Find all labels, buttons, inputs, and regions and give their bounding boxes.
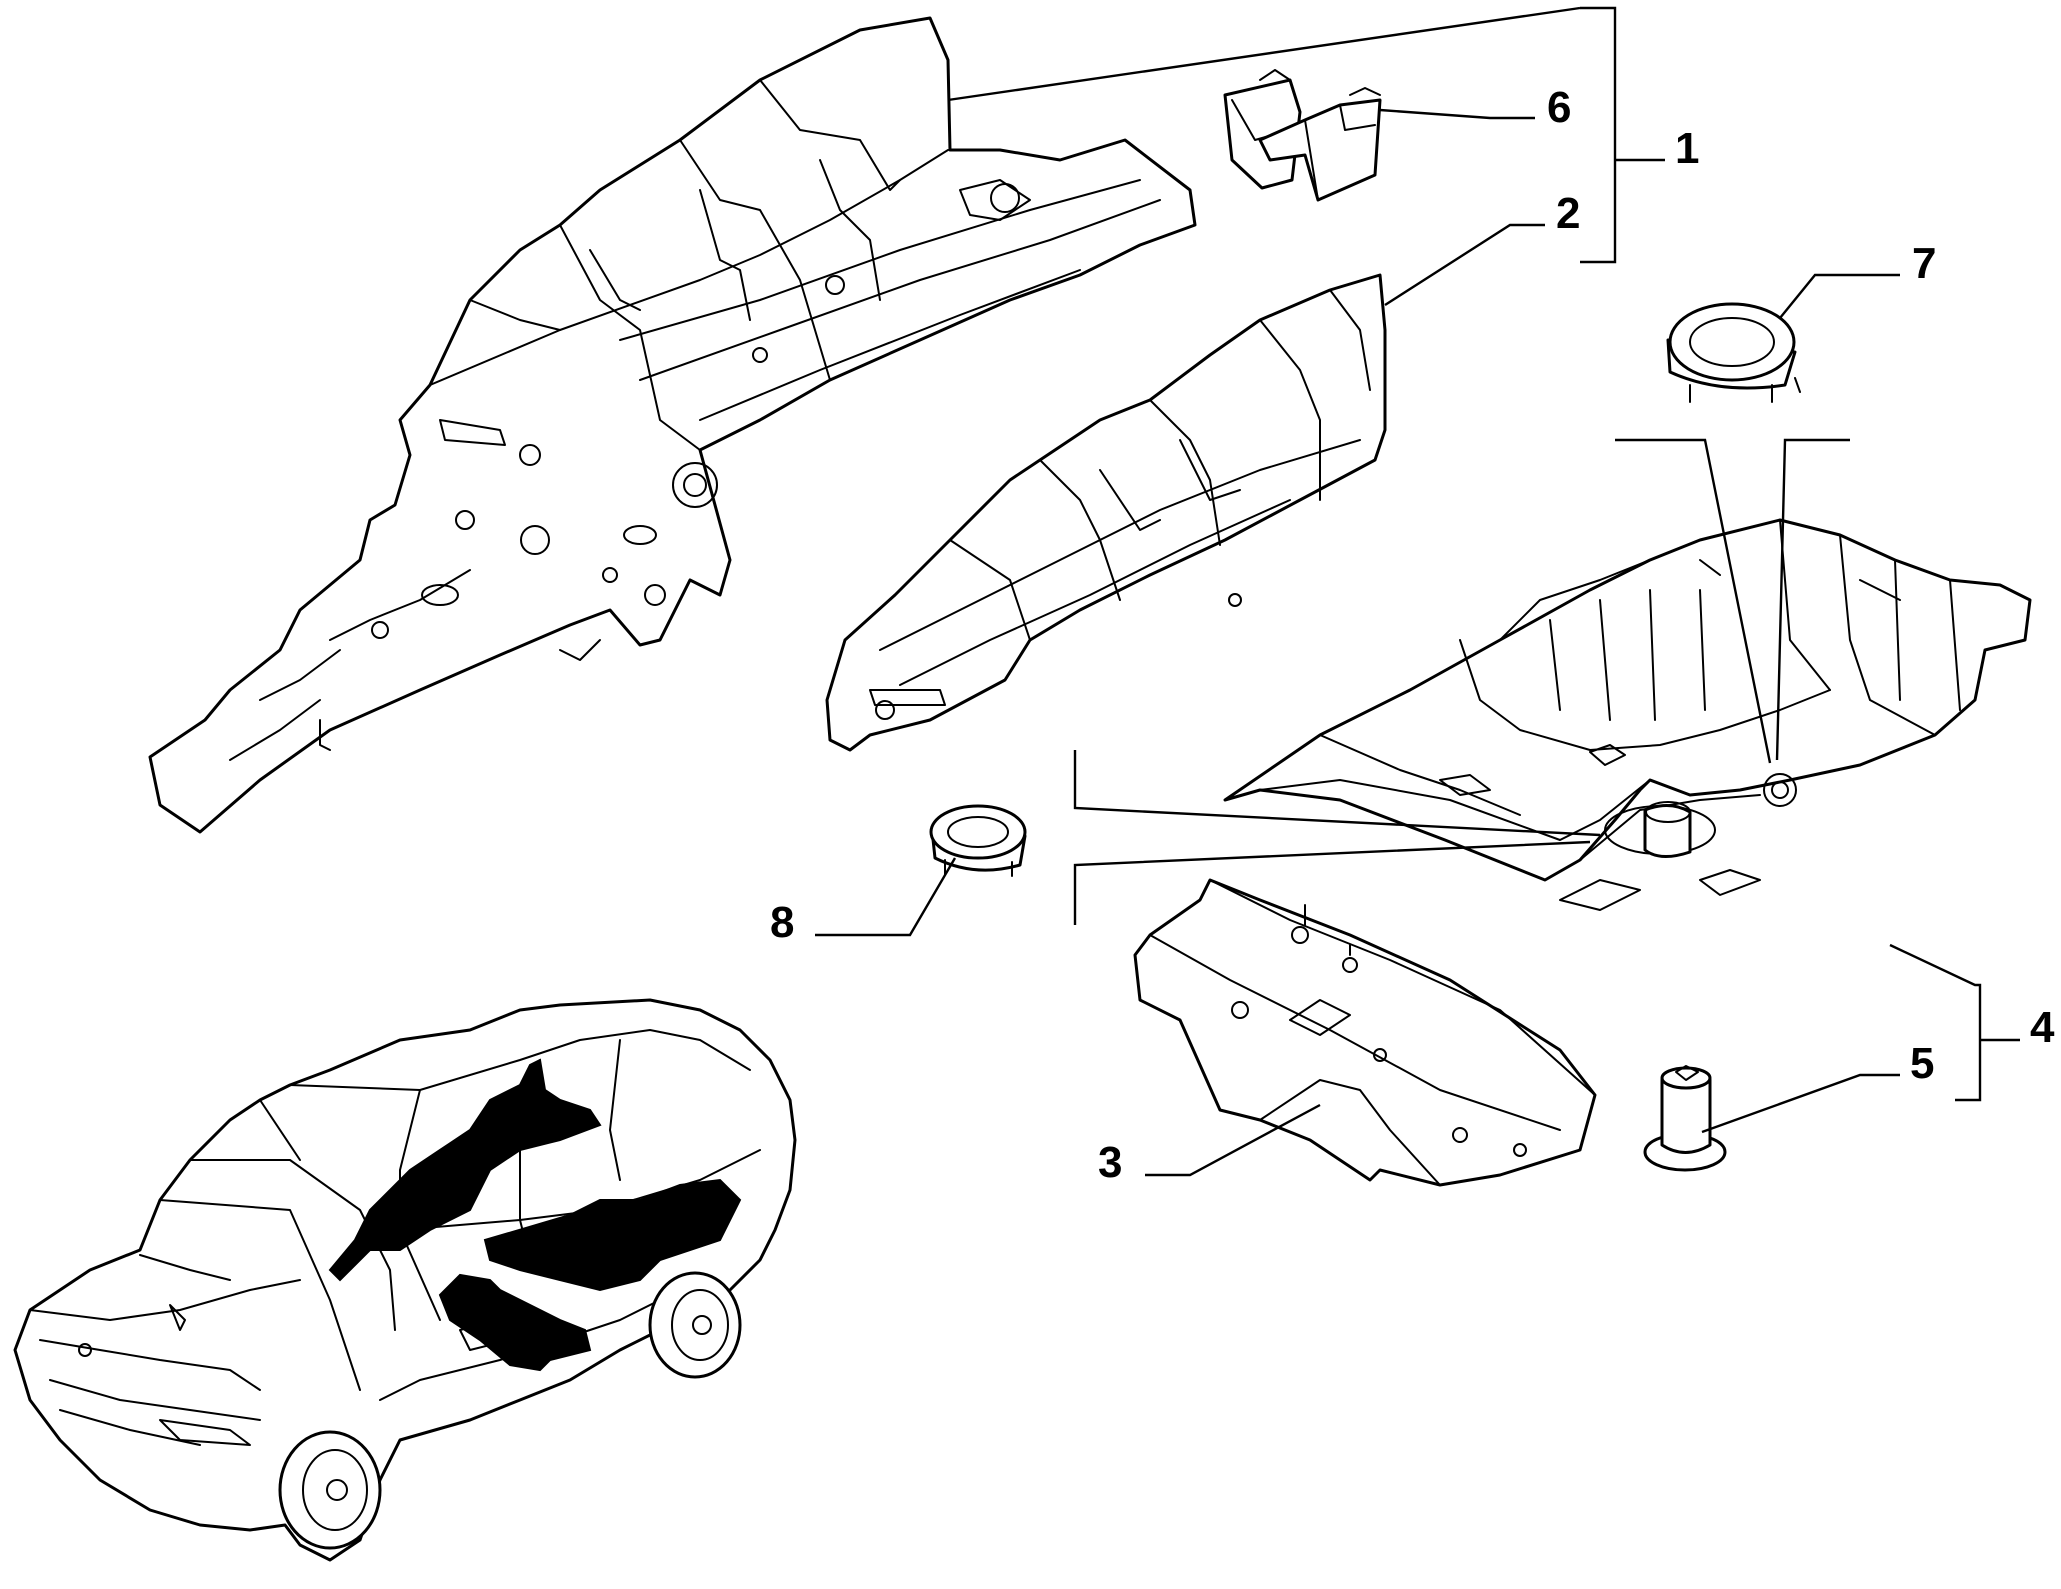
leader-lines: [815, 6, 2020, 1177]
plug-bump-stop[interactable]: [1643, 1065, 1727, 1172]
callout-2: 2: [1556, 189, 1580, 238]
rear-floor-panel[interactable]: [1223, 518, 2032, 911]
callout-1: 1: [1675, 124, 1699, 173]
grommet-large[interactable]: [1666, 302, 1801, 403]
callout-8: 8: [770, 898, 794, 947]
floor-lining-panel[interactable]: [825, 273, 1387, 752]
cross-member[interactable]: [1133, 878, 1597, 1187]
car-overview: [13, 998, 797, 1562]
bracket-pair[interactable]: [1223, 69, 1382, 202]
callout-5: 5: [1910, 1039, 1934, 1088]
callout-7: 7: [1912, 239, 1936, 288]
callout-6: 6: [1547, 83, 1571, 132]
callout-4: 4: [2030, 1003, 2055, 1052]
front-floor-panel[interactable]: [148, 16, 1197, 834]
callout-numbers: 1 2 3 4 5 6 7 8: [770, 83, 2055, 1187]
grommet-small[interactable]: [929, 804, 1027, 877]
callout-3: 3: [1098, 1138, 1122, 1187]
